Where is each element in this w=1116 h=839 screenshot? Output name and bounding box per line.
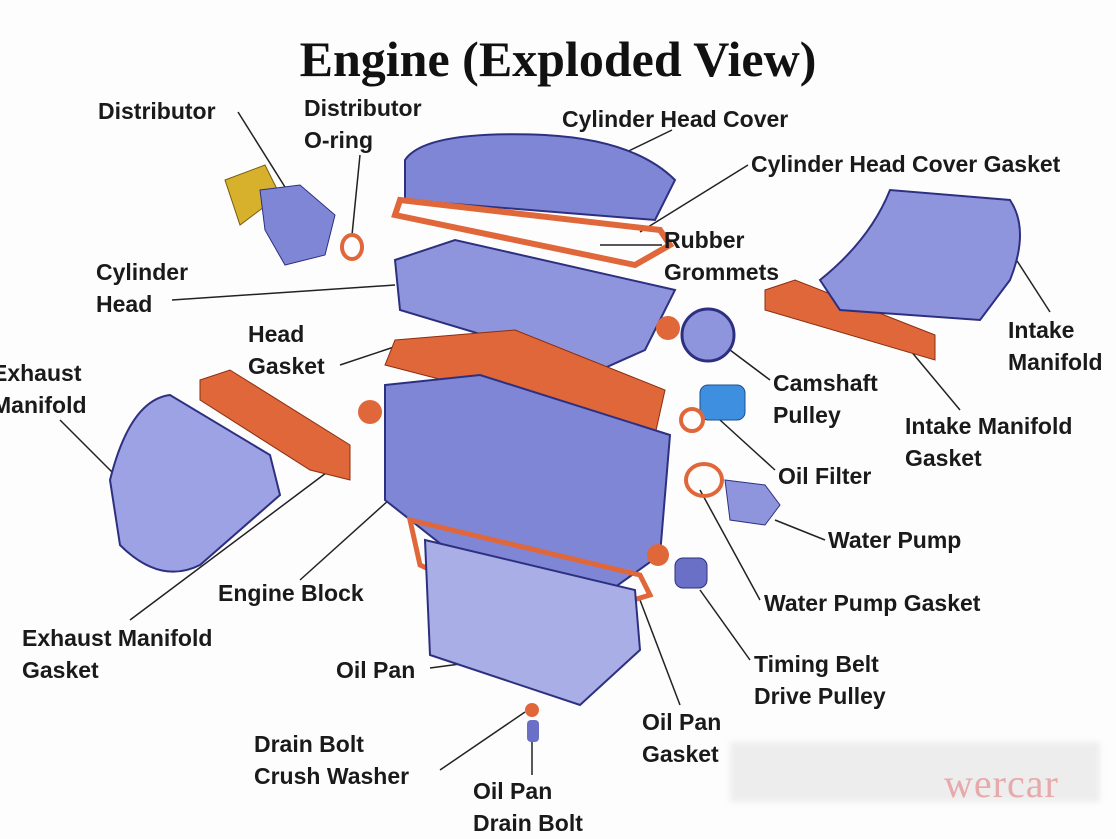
label-oil-filter: Oil Filter bbox=[778, 463, 872, 489]
label-water-pump-gasket: Water Pump Gasket bbox=[764, 590, 981, 616]
diagram-title: Engine (Exploded View) bbox=[299, 31, 817, 87]
label-oil-pan: Oil Pan bbox=[336, 657, 416, 683]
engine-illustration bbox=[59, 111, 1051, 775]
watermark: wercar bbox=[944, 761, 1059, 806]
label-engine-block: Engine Block bbox=[218, 580, 364, 606]
label-cylinder-head-cover-gasket: Cylinder Head Cover Gasket bbox=[751, 151, 1061, 177]
label-water-pump: Water Pump bbox=[828, 527, 962, 553]
watermark-blur bbox=[730, 742, 1100, 802]
label-distributor: Distributor bbox=[98, 98, 216, 124]
distributor-part bbox=[224, 164, 336, 266]
label-cylinder-head-cover: Cylinder Head Cover bbox=[562, 106, 789, 132]
leader-lines bbox=[59, 111, 1051, 775]
